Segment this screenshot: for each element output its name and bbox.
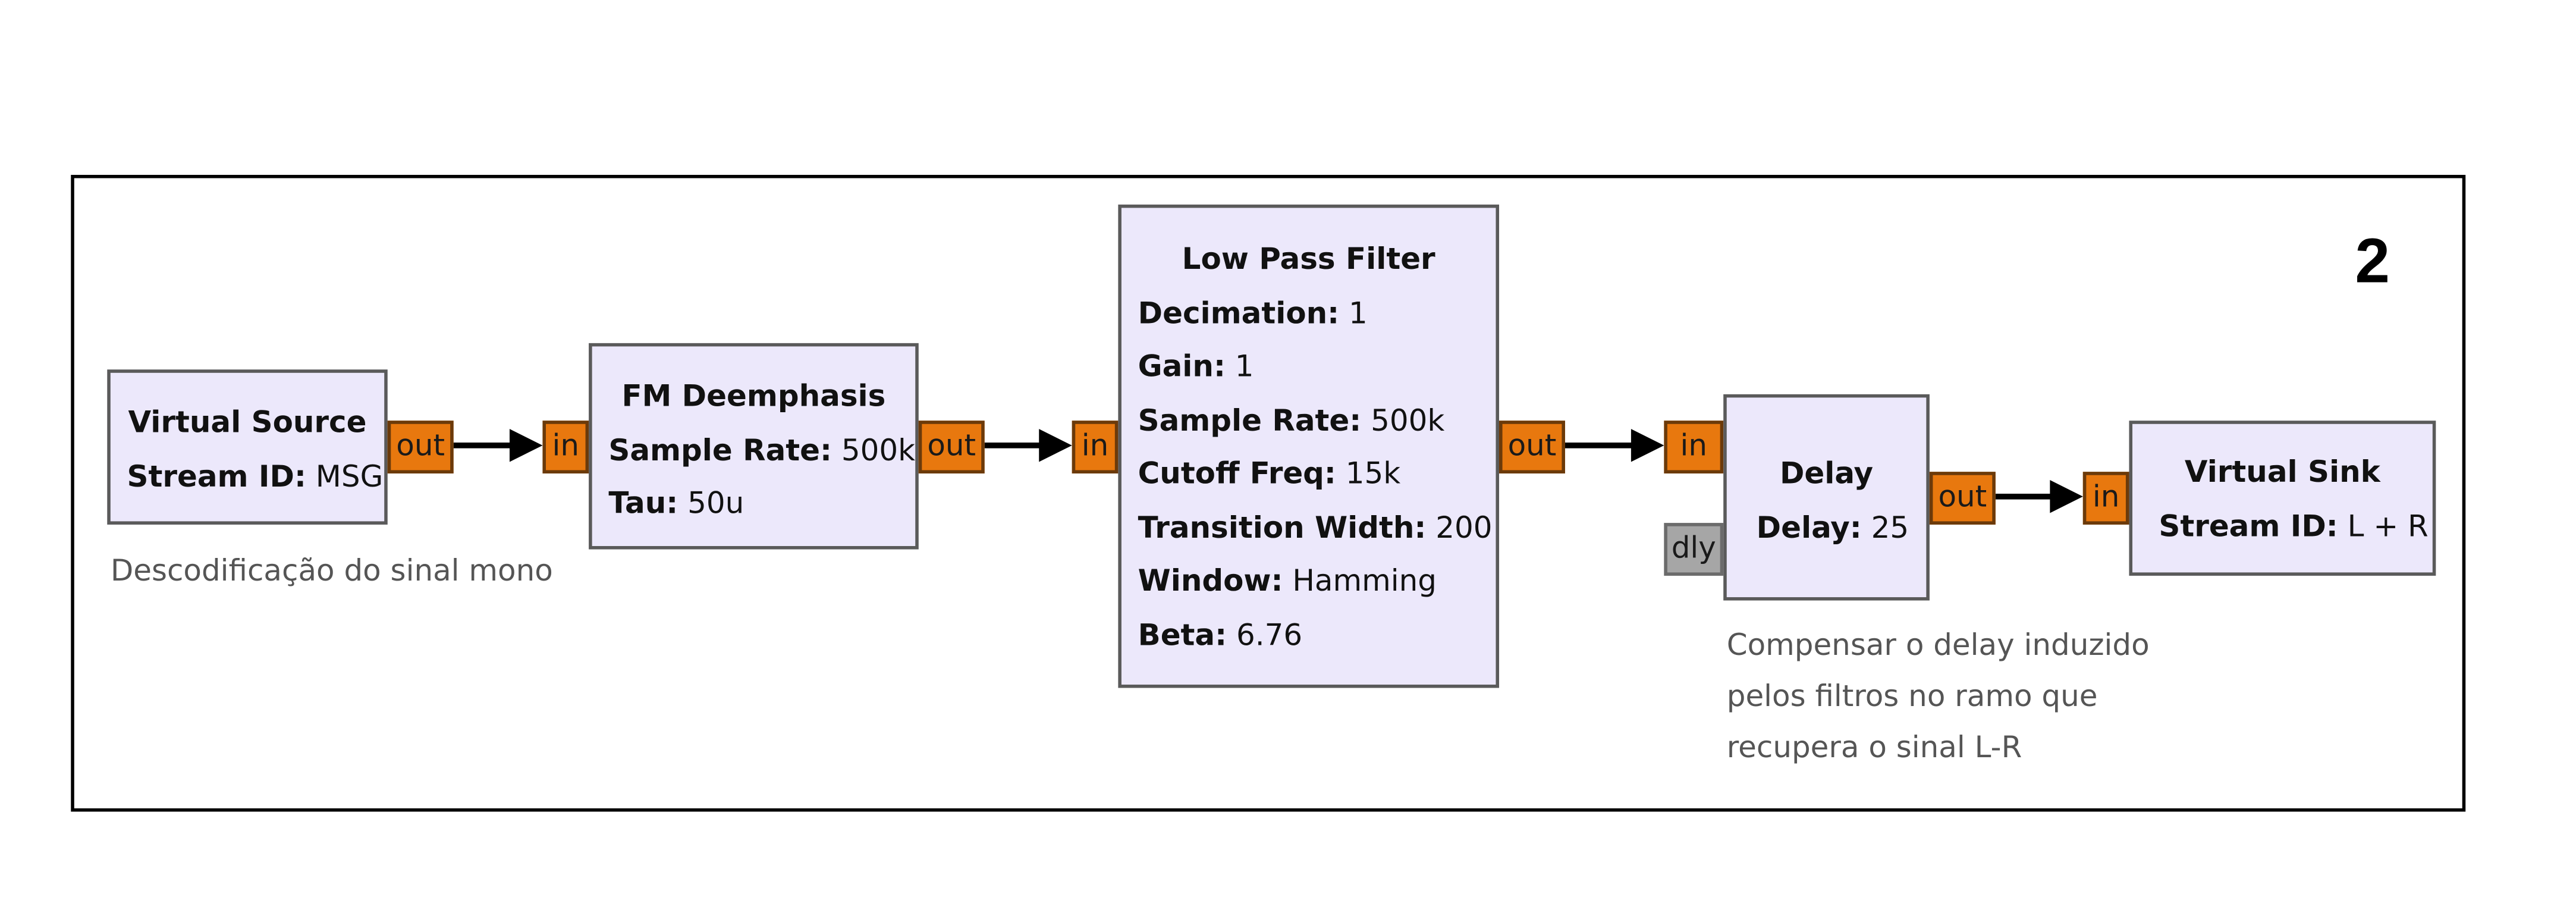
delay-dly-port[interactable]: dly — [1664, 523, 1724, 576]
sink-in-port[interactable]: in — [2082, 472, 2129, 525]
param-sample-rate: Sample Rate: 500k — [608, 433, 916, 468]
comment-line: pelos filtros no ramo que — [1726, 679, 2098, 714]
delay-comment: Compensar o delay induzido pelos filtros… — [1727, 620, 2150, 774]
virtual-source-block[interactable]: Virtual Source Stream ID: MSG — [107, 369, 388, 525]
param-transition-width: Transition Width: 200 — [1138, 510, 1493, 545]
param-delay: Delay: 25 — [1756, 510, 1909, 545]
block-title: Virtual Source — [128, 406, 367, 441]
comment-line: recupera o sinal L-R — [1726, 730, 2022, 766]
connection-lpf-delay[interactable] — [1565, 429, 1664, 462]
block-title: Delay — [1779, 457, 1874, 492]
connection-delay-sink[interactable] — [1995, 480, 2083, 513]
deemphasis-out-port[interactable]: out — [918, 421, 985, 473]
deemphasis-in-port[interactable]: in — [542, 421, 589, 473]
param-stream-id: Stream ID: L + R — [2159, 509, 2429, 544]
param-gain: Gain: 1 — [1138, 349, 1254, 385]
connection-deemphasis-lpf[interactable] — [984, 429, 1072, 462]
virtual-sink-block[interactable]: Virtual Sink Stream ID: L + R — [2129, 421, 2436, 576]
low-pass-filter-block[interactable]: Low Pass Filter Decimation: 1 Gain: 1 Sa… — [1118, 204, 1500, 688]
param-beta: Beta: 6.76 — [1138, 617, 1303, 653]
block-title: Virtual Sink — [2184, 455, 2380, 490]
source-out-port[interactable]: out — [387, 421, 454, 473]
comment-line: Compensar o delay induzido — [1726, 628, 2150, 663]
block-title: FM Deemphasis — [621, 379, 886, 415]
delay-in-port[interactable]: in — [1664, 421, 1724, 473]
param-decimation: Decimation: 1 — [1138, 296, 1368, 331]
delay-block[interactable]: Delay Delay: 25 — [1723, 394, 1930, 601]
source-comment: Descodificação do sinal mono — [110, 554, 553, 589]
param-window: Window: Hamming — [1138, 564, 1437, 599]
block-title: Low Pass Filter — [1182, 242, 1435, 277]
delay-out-port[interactable]: out — [1929, 472, 1996, 525]
connection-source-deemphasis[interactable] — [453, 429, 543, 462]
section-number: 2 — [2355, 227, 2390, 297]
fm-deemphasis-block[interactable]: FM Deemphasis Sample Rate: 500k Tau: 50u — [589, 343, 919, 550]
lpf-out-port[interactable]: out — [1499, 421, 1565, 473]
param-cutoff-freq: Cutoff Freq: 15k — [1138, 457, 1401, 492]
param-stream-id: Stream ID: MSG — [127, 459, 384, 494]
lpf-in-port[interactable]: in — [1072, 421, 1119, 473]
param-sample-rate: Sample Rate: 500k — [1138, 403, 1445, 438]
param-tau: Tau: 50u — [608, 487, 744, 522]
